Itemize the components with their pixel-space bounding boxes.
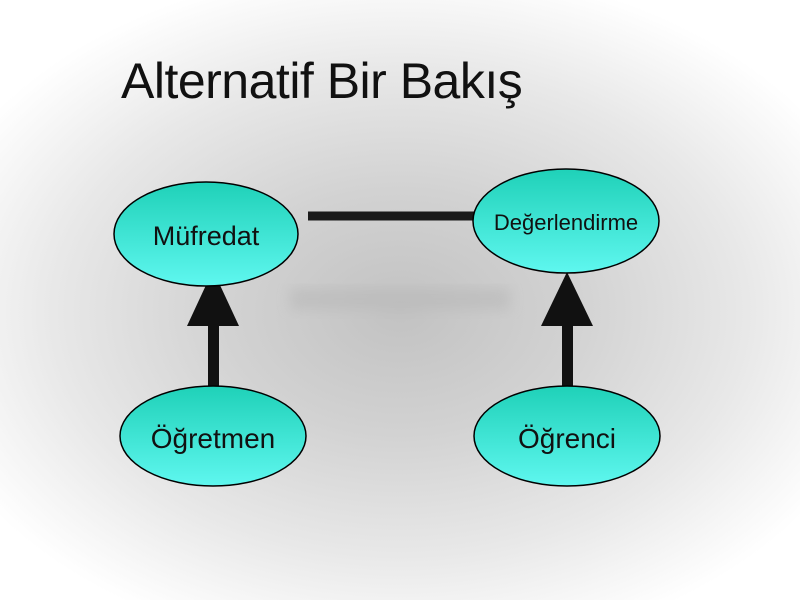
node-ellipse xyxy=(119,385,307,487)
node-label-ogretmen: Öğretmen xyxy=(151,423,276,454)
background-smudge xyxy=(290,288,510,310)
arrow-ogrenci-to-degerlendirme xyxy=(541,272,593,386)
arrow-shaft xyxy=(208,320,219,386)
node-label-degerlendirme: Değerlendirme xyxy=(494,210,638,235)
node-degerlendirme: Değerlendirme xyxy=(472,168,660,274)
node-label-mufredat: Müfredat xyxy=(153,221,260,251)
node-ellipse xyxy=(472,168,660,274)
node-ogretmen: Öğretmen xyxy=(119,385,307,487)
slide-title: Alternatif Bir Bakış xyxy=(121,53,523,109)
node-mufredat: Müfredat xyxy=(113,181,299,287)
arrow-head xyxy=(187,270,239,326)
arrow-ogretmen-to-mufredat xyxy=(187,270,239,386)
arrow-head xyxy=(541,272,593,326)
node-label-ogrenci: Öğrenci xyxy=(518,423,616,454)
node-ellipse xyxy=(113,181,299,287)
node-ogrenci: Öğrenci xyxy=(473,385,661,487)
arrow-shaft xyxy=(562,320,573,386)
node-ellipse xyxy=(473,385,661,487)
